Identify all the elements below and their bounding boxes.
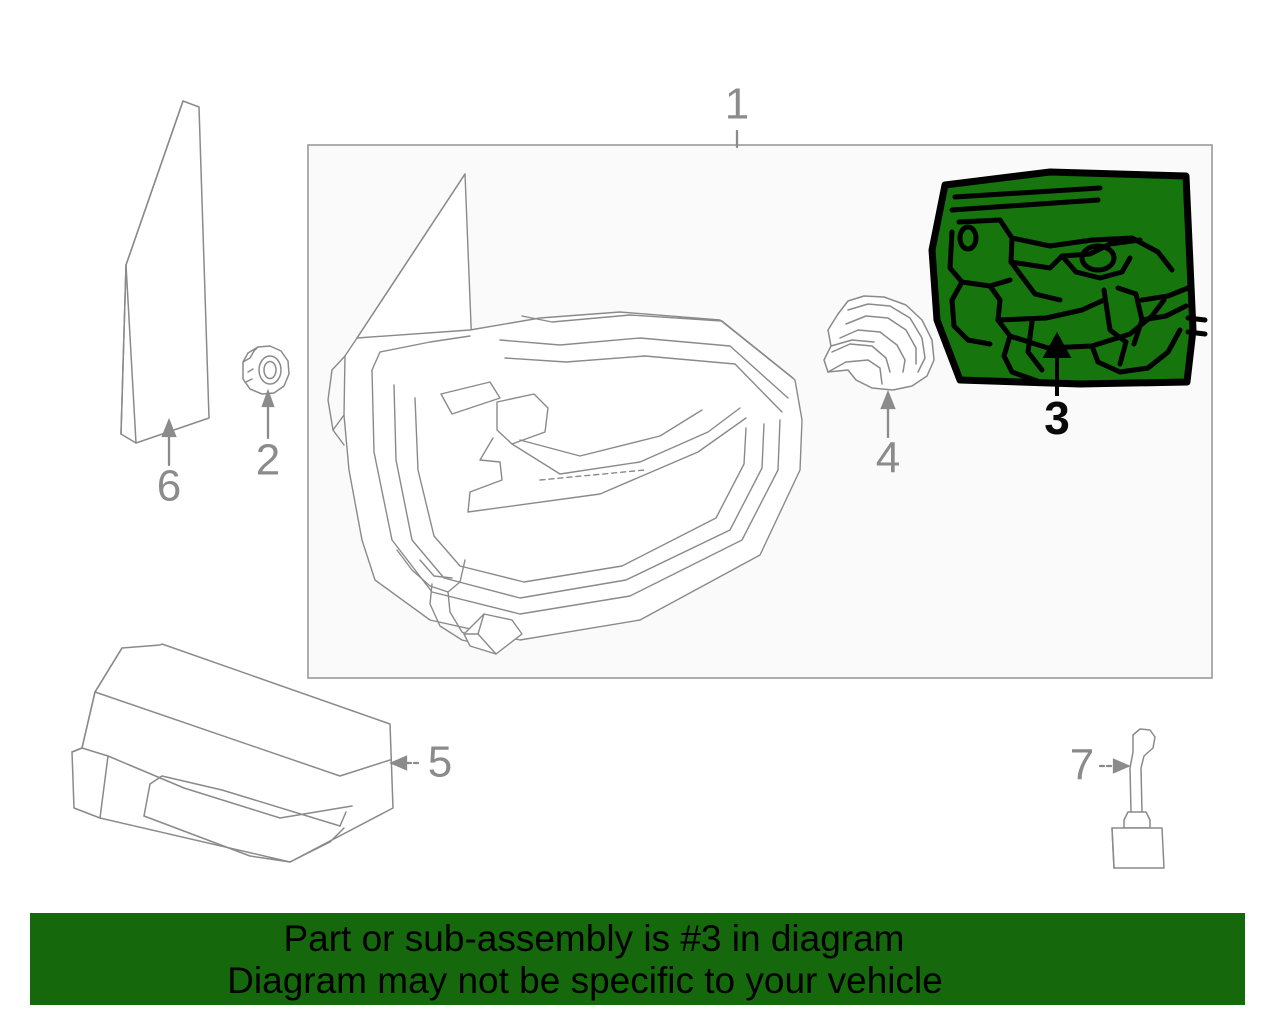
part-2-mirror-mounting-nut <box>242 345 290 395</box>
info-banner: Part or sub-assembly is #3 in diagram Di… <box>30 913 1245 1005</box>
callout-label-6: 6 <box>157 462 181 511</box>
callout-label-1: 1 <box>725 80 749 129</box>
part-6-mirror-glass-seal <box>120 100 210 444</box>
callout-leaders <box>161 129 1131 774</box>
callout-leader-3 <box>1042 331 1072 396</box>
callout-label-2: 2 <box>256 436 280 485</box>
part-1-outside-mirror-assembly <box>327 173 803 655</box>
part-5-mirror-housing-cap <box>71 643 394 863</box>
callout-label-3: 3 <box>1044 392 1070 444</box>
callout-label-4: 4 <box>876 434 900 483</box>
part-3-mirror-back-cover <box>928 168 1208 388</box>
callout-label-7: 7 <box>1070 741 1094 790</box>
part-7-mirror-retainer-pin <box>1111 728 1165 869</box>
info-banner-background <box>30 913 1245 1005</box>
part-4-mirror-clip <box>823 295 935 391</box>
info-banner-line-1: Part or sub-assembly is #3 in diagram <box>283 918 904 959</box>
info-banner-line-2: Diagram may not be specific to your vehi… <box>227 960 943 1001</box>
callout-label-5: 5 <box>428 738 452 787</box>
